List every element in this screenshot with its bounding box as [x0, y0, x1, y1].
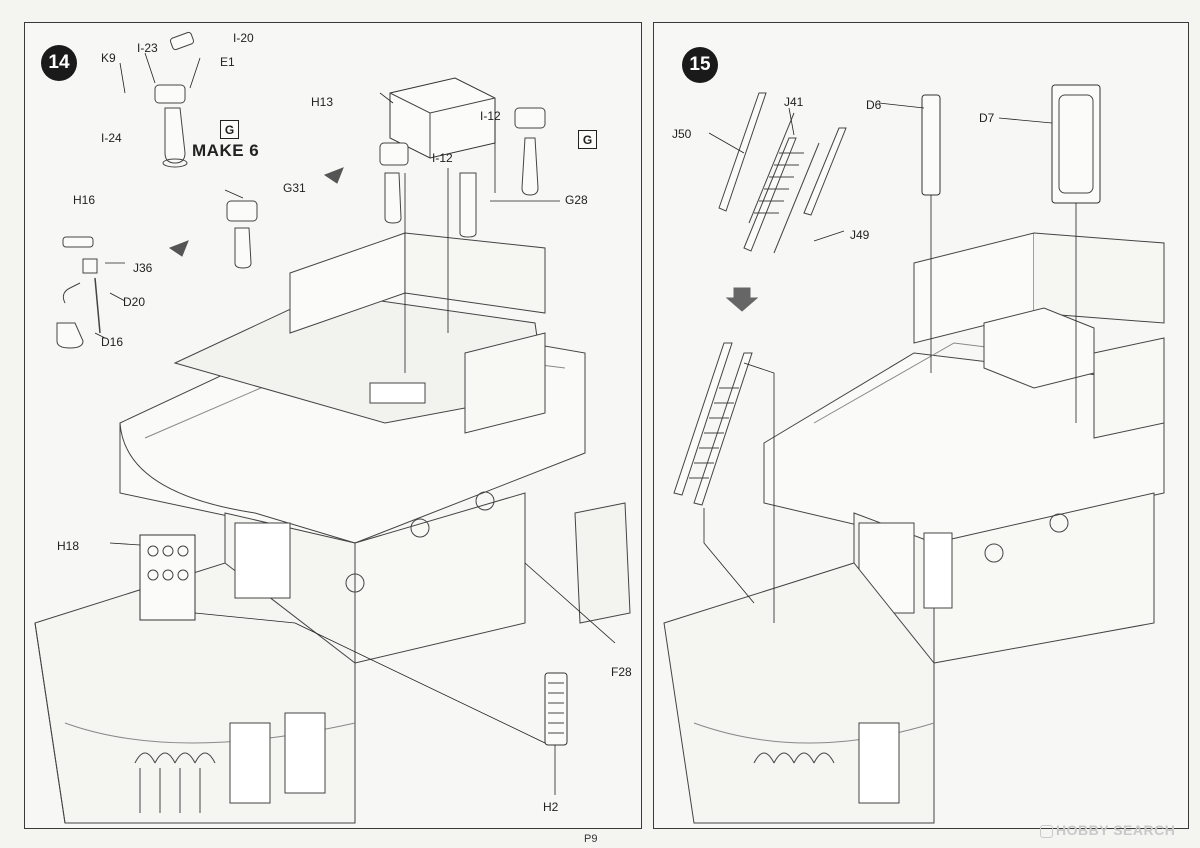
- part-label-d7: D7: [979, 111, 995, 125]
- part-label-i20: I-20: [233, 31, 254, 45]
- step-15-drawing: [663, 84, 1165, 824]
- part-label-j36: J36: [133, 261, 153, 275]
- part-label-h13: H13: [311, 95, 334, 109]
- part-label-j49: J49: [850, 228, 870, 242]
- step-15-panel: 15 J41 D6 D7 J50 J49: [653, 22, 1189, 829]
- part-label-j41: J41: [784, 95, 804, 109]
- part-label-e1: E1: [220, 55, 235, 69]
- make-note: MAKE 6: [192, 141, 260, 160]
- part-label-i24: I-24: [101, 131, 122, 145]
- watermark-logo-icon: [1040, 824, 1053, 838]
- step-14-drawing: [34, 31, 631, 824]
- step-14-panel: 14 G MAKE 6 G K9 I-23 I-20 E1 I-24 H13 I…: [24, 22, 642, 829]
- part-label-h18: H18: [57, 539, 80, 553]
- part-label-f28: F28: [611, 665, 632, 679]
- hobby-search-watermark: HOBBY SEARCH: [1040, 822, 1175, 838]
- part-label-i12-b: I-12: [432, 151, 453, 165]
- step-number-badge: 14: [41, 45, 77, 81]
- callout-g-box: G: [220, 120, 239, 139]
- watermark-text: HOBBY SEARCH: [1056, 822, 1176, 838]
- part-label-j50: J50: [672, 127, 692, 141]
- part-label-g28: G28: [565, 193, 588, 207]
- part-label-d6: D6: [866, 98, 882, 112]
- part-label-k9: K9: [101, 51, 116, 65]
- callout-g-box-2: G: [578, 130, 597, 149]
- page-number: P9: [584, 833, 598, 845]
- part-label-h16: H16: [73, 193, 96, 207]
- part-label-h2: H2: [543, 800, 559, 814]
- step-number-badge: 15: [682, 47, 718, 83]
- part-label-i23: I-23: [137, 41, 158, 55]
- part-label-d16: D16: [101, 335, 124, 349]
- part-label-d20: D20: [123, 295, 146, 309]
- part-label-g31: G31: [283, 181, 306, 195]
- part-label-i12-a: I-12: [480, 109, 501, 123]
